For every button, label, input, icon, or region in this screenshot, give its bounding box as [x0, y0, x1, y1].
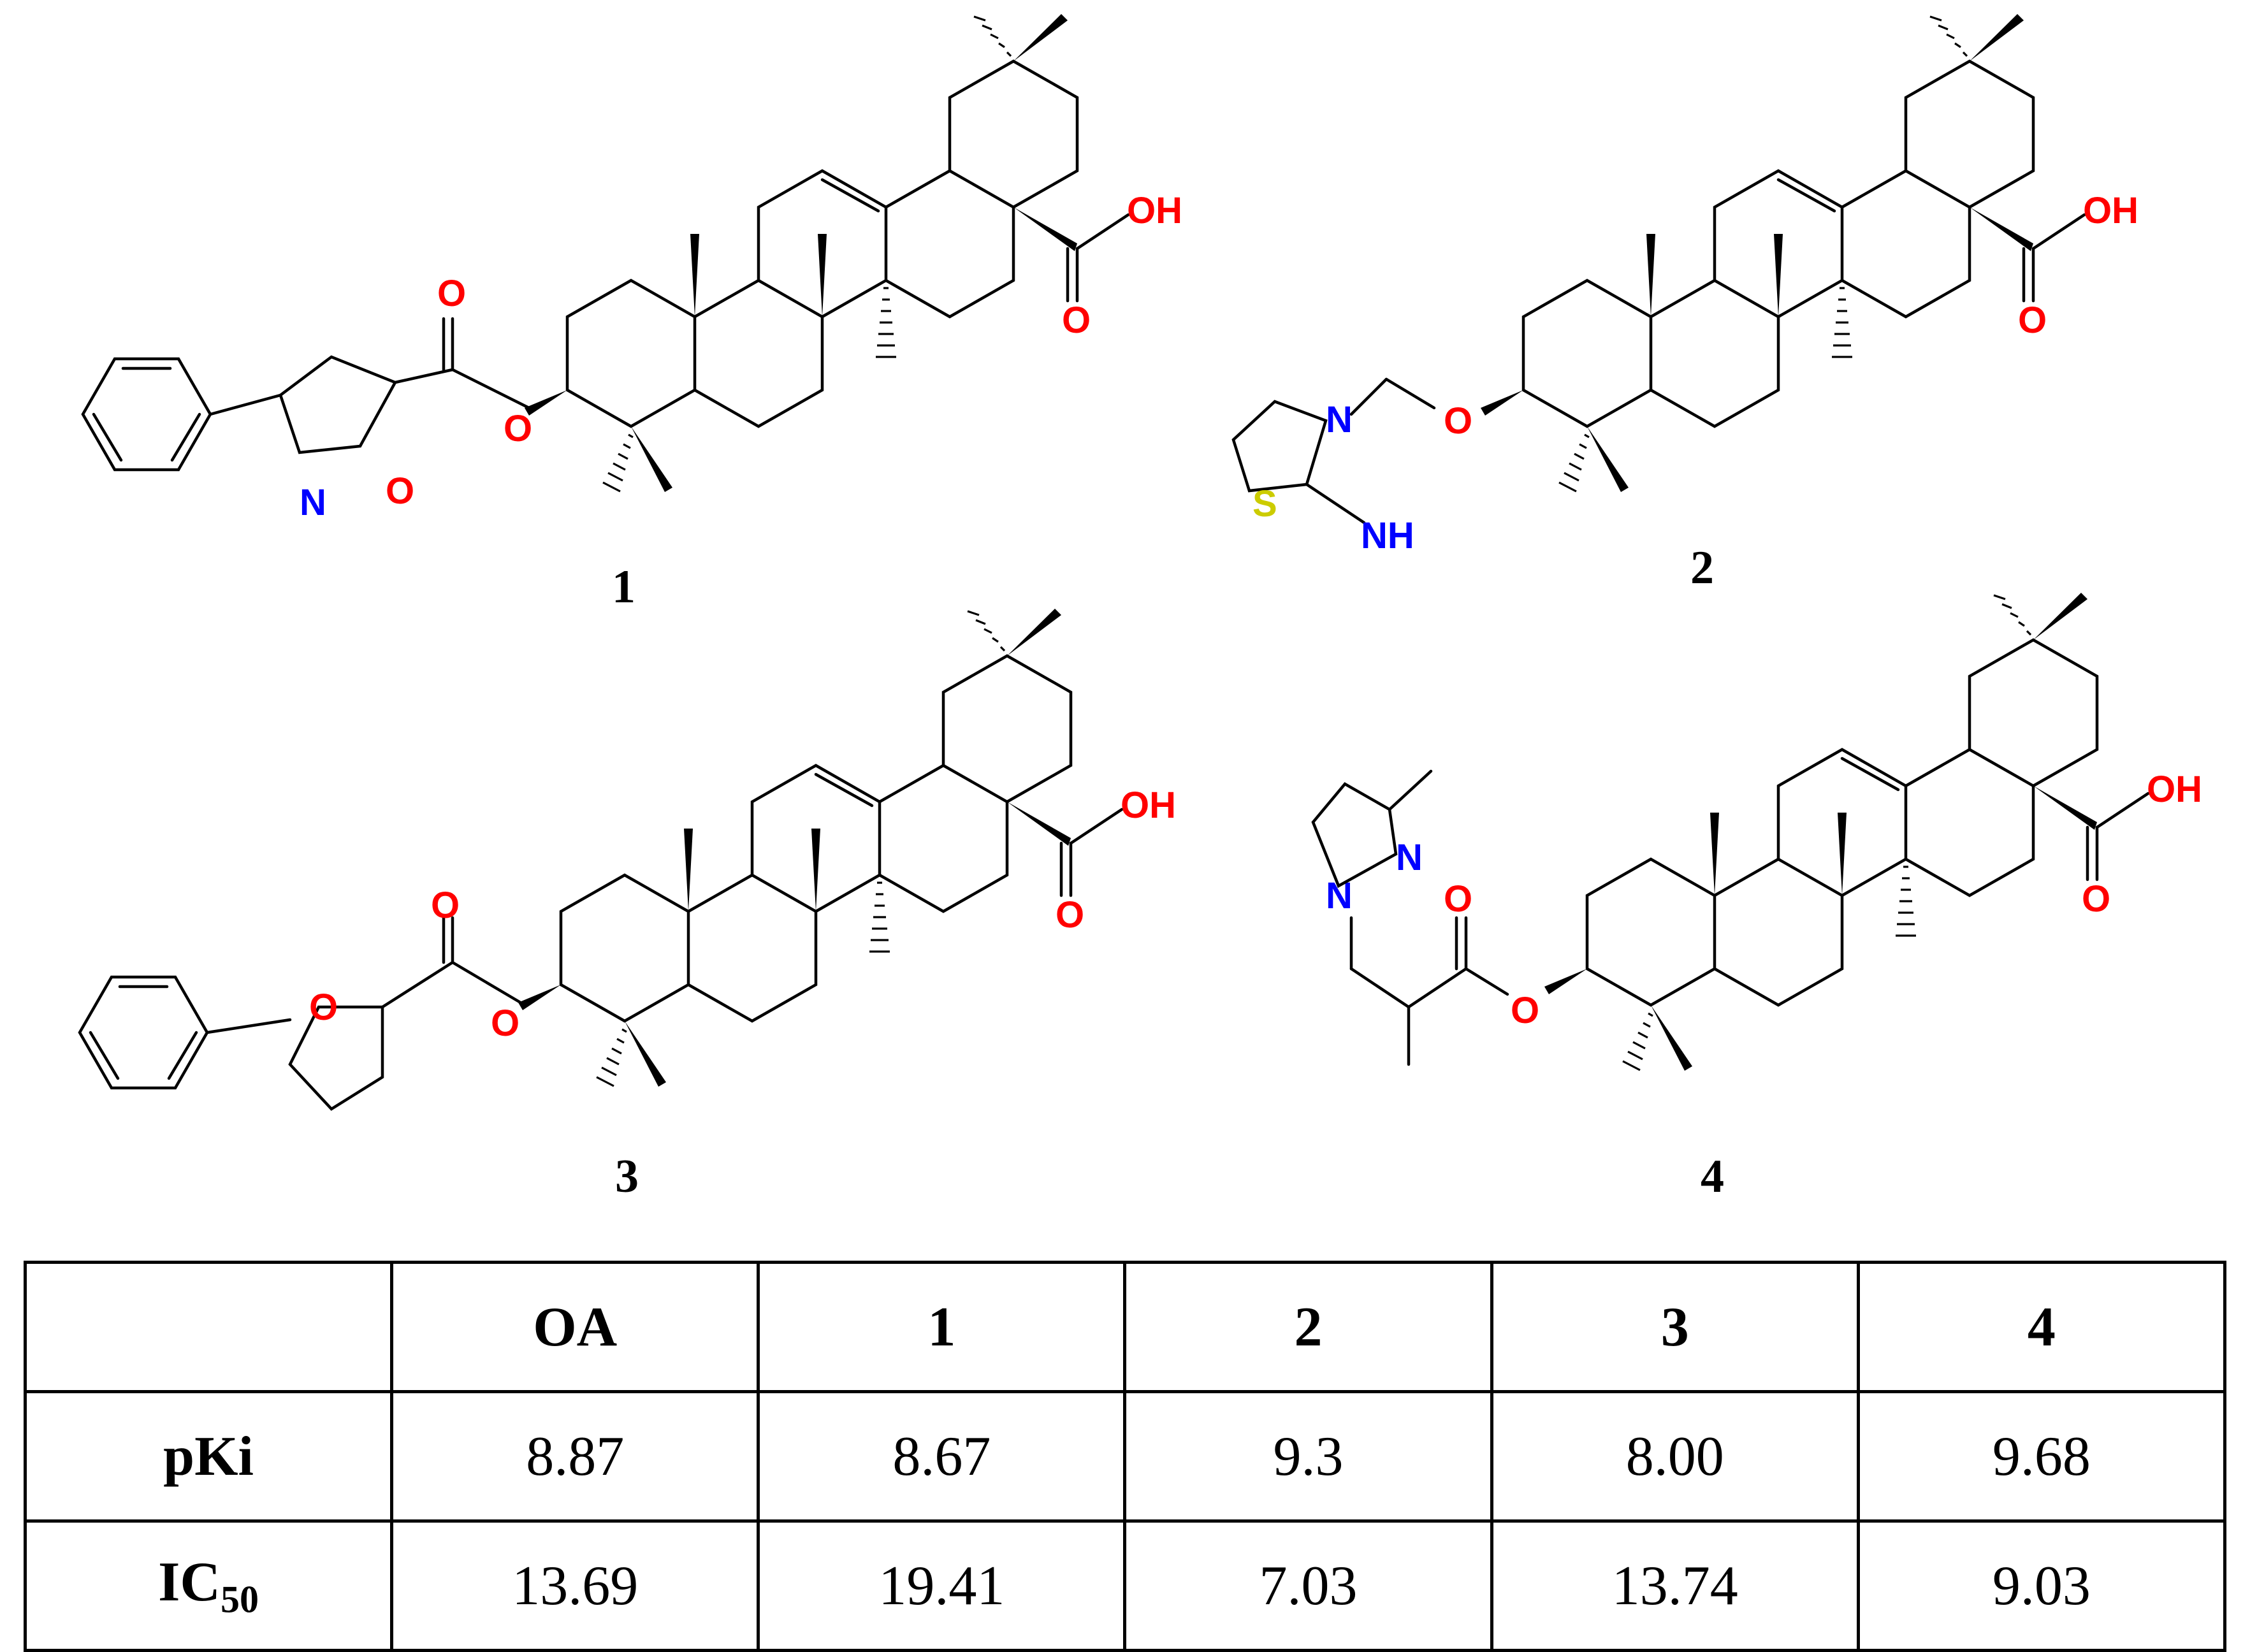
- table-cell: 13.74: [1490, 1519, 1860, 1652]
- table-cell: 9.68: [1856, 1390, 2227, 1523]
- table-row-ic50: IC50 13.69 19.41 7.03 13.74 9.03: [23, 1519, 2227, 1652]
- compound-1-label: 1: [612, 561, 635, 613]
- row-label-pki: pKi: [23, 1390, 394, 1523]
- table-cell: 13.69: [390, 1519, 760, 1652]
- activity-table: OA 1 2 3 4 pKi 8.87 8.67 9.3 8.00 9.68 I…: [23, 1261, 2227, 1652]
- column-header-3: 3: [1490, 1261, 1860, 1393]
- table-cell: 8.87: [390, 1390, 760, 1523]
- table-cell: 7.03: [1123, 1519, 1493, 1652]
- svg-text:N: N: [1326, 399, 1353, 440]
- row-label-ic50: IC50: [23, 1519, 394, 1652]
- table-corner-cell: [23, 1261, 394, 1393]
- svg-text:O: O: [437, 273, 466, 314]
- column-header-4: 4: [1856, 1261, 2227, 1393]
- svg-text:O: O: [1511, 990, 1539, 1031]
- svg-text:O: O: [491, 1003, 519, 1044]
- svg-text:O: O: [386, 470, 414, 512]
- table-cell: 9.3: [1123, 1390, 1493, 1523]
- compound-3-label: 3: [615, 1150, 639, 1203]
- table-cell: 9.03: [1856, 1519, 2227, 1652]
- compound-4-structure: O O N N: [1311, 593, 2202, 1071]
- column-header-2: 2: [1123, 1261, 1493, 1393]
- svg-text:N: N: [1396, 837, 1423, 878]
- table-cell: 8.00: [1490, 1390, 1860, 1523]
- column-header-1: 1: [757, 1261, 1127, 1393]
- svg-text:N: N: [300, 482, 326, 523]
- compound-2-structure: O N S NH: [1231, 14, 2138, 556]
- svg-text:O: O: [1444, 878, 1472, 920]
- table-row-pki: pKi 8.87 8.67 9.3 8.00 9.68: [23, 1390, 2227, 1523]
- svg-text:NH: NH: [1361, 515, 1414, 556]
- compound-3-structure: O O O: [80, 609, 1176, 1111]
- table-header-row: OA 1 2 3 4: [23, 1261, 2227, 1393]
- row-label-ic50-main: IC: [158, 1551, 221, 1613]
- compound-2-label: 2: [1690, 542, 1714, 594]
- svg-text:O: O: [431, 885, 460, 926]
- table-cell: 8.67: [757, 1390, 1127, 1523]
- svg-text:O: O: [309, 987, 338, 1028]
- compound-1-structure: O O N O: [83, 14, 1182, 523]
- table-cell: 19.41: [757, 1519, 1127, 1652]
- svg-text:O: O: [504, 408, 532, 449]
- column-header-oa: OA: [390, 1261, 760, 1393]
- row-label-ic50-sub: 50: [220, 1578, 259, 1621]
- svg-text:O: O: [1444, 400, 1472, 442]
- compound-4-label: 4: [1701, 1150, 1724, 1203]
- svg-text:S: S: [1252, 483, 1277, 525]
